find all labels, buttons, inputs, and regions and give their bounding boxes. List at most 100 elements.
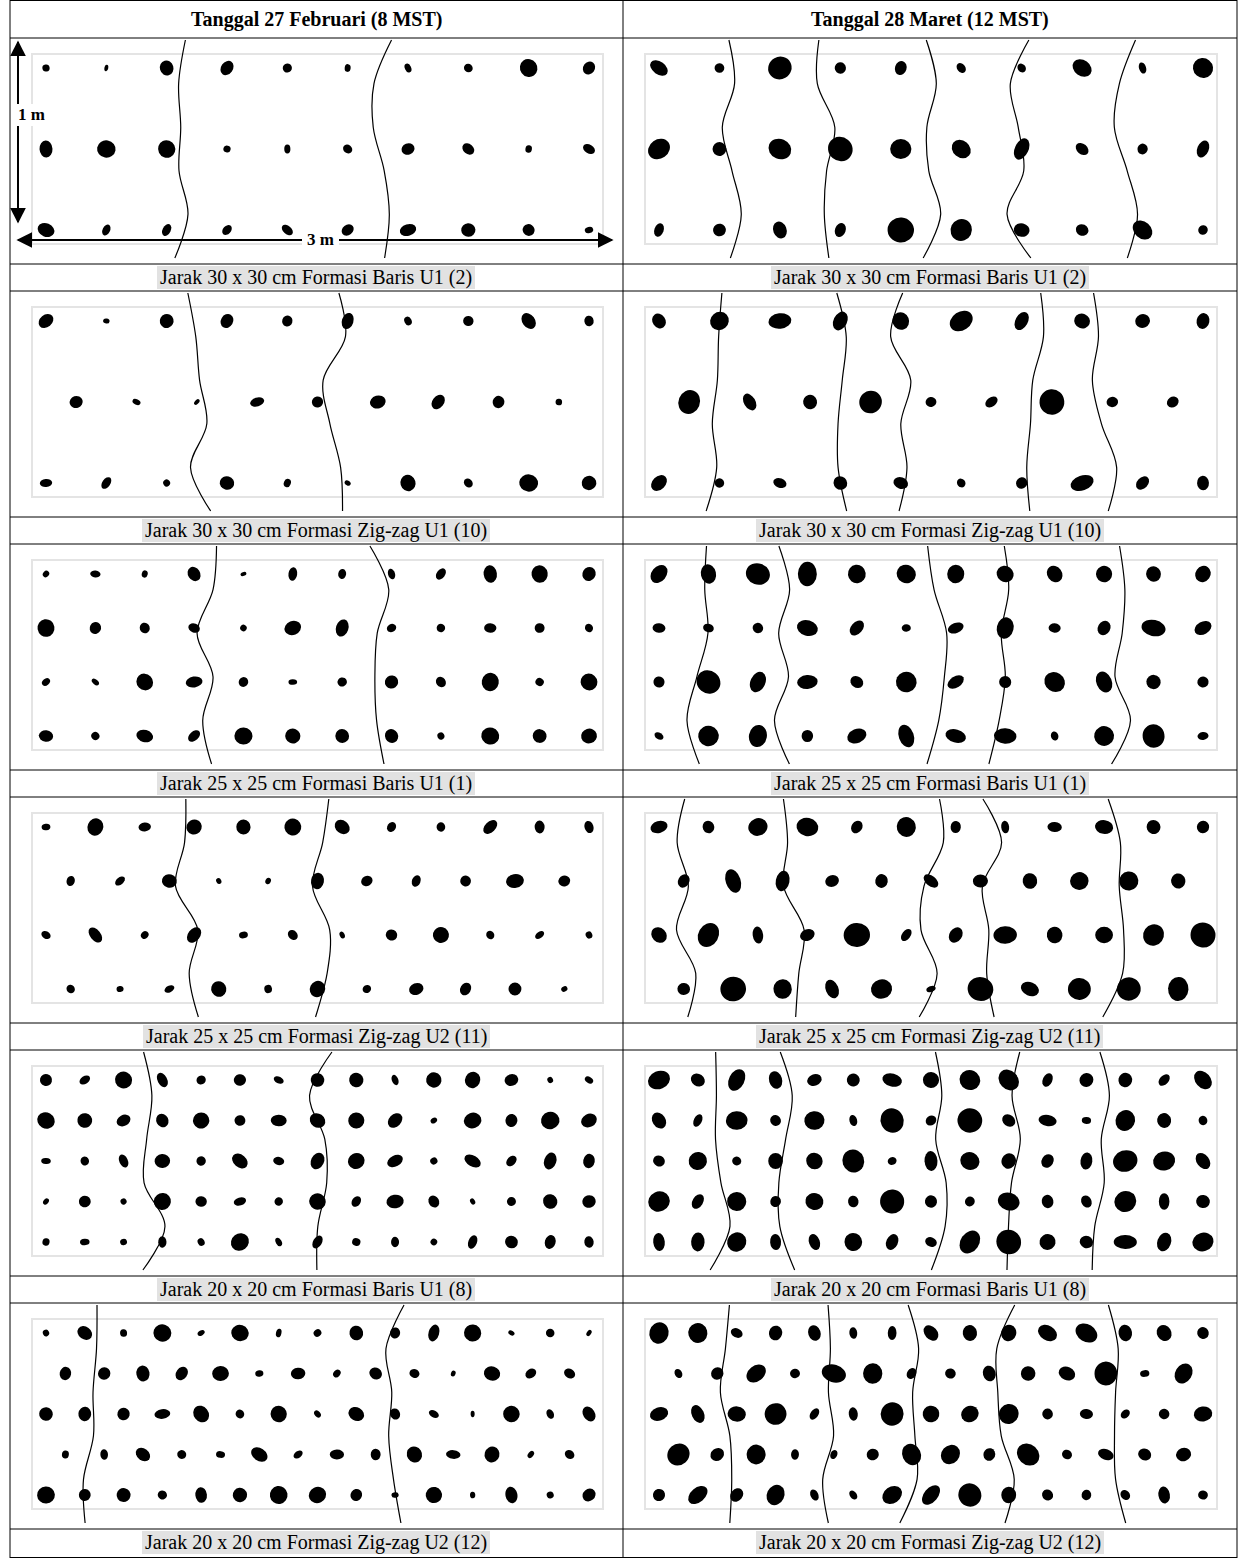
- plant-dot: [648, 1405, 670, 1424]
- plant-dot: [1139, 920, 1168, 950]
- plant-dot: [1141, 723, 1166, 750]
- plant-dot: [350, 1194, 364, 1208]
- plant-dot: [282, 618, 303, 637]
- plant-dot: [765, 135, 794, 162]
- plant-dot: [1133, 474, 1151, 492]
- plant-dot: [808, 1488, 820, 1502]
- plant-dot: [839, 1147, 867, 1176]
- plant-dot: [151, 1322, 174, 1345]
- plant-dot: [648, 472, 670, 494]
- plant-dot: [1192, 563, 1214, 585]
- root-line: [710, 1052, 730, 1270]
- plant-dot: [883, 1232, 900, 1252]
- root-line: [676, 799, 696, 1017]
- column-header: Tanggal 28 Maret (12 MST): [811, 8, 1049, 31]
- plant-dot: [138, 621, 151, 634]
- plant-dot: [580, 1486, 598, 1504]
- plant-dot: [713, 61, 727, 75]
- plant-dot: [713, 477, 726, 490]
- plant-dot: [434, 566, 448, 581]
- plant-dot: [579, 727, 598, 746]
- plant-dot: [470, 1492, 476, 1499]
- plant-dot: [946, 306, 977, 335]
- plant-dot: [330, 1450, 344, 1460]
- plant-dot: [797, 674, 818, 689]
- table-grid: [10, 0, 1237, 1558]
- plant-dot: [1074, 222, 1090, 238]
- plant-dot: [580, 564, 599, 583]
- plant-dot: [407, 981, 425, 997]
- panel-caption: Jarak 25 x 25 cm Formasi Zig-zag U2 (11): [756, 1025, 1103, 1048]
- plant-dot: [925, 396, 937, 408]
- plant-dot: [1001, 820, 1010, 833]
- plant-dot: [34, 1109, 58, 1132]
- plant-dot: [234, 727, 253, 745]
- plant-dot: [1042, 1408, 1053, 1420]
- plant-dot: [710, 140, 728, 158]
- plant-dot: [1040, 668, 1068, 696]
- plant-dot: [845, 726, 869, 747]
- plant-dot: [847, 618, 867, 639]
- plant-dot: [307, 978, 328, 1000]
- plant-dot: [403, 315, 413, 326]
- plant-dot: [484, 623, 496, 633]
- plant-dot: [187, 622, 201, 635]
- plant-dot: [648, 924, 670, 946]
- plant-dot: [727, 1192, 747, 1212]
- plant-dot: [956, 1067, 983, 1094]
- plant-dot: [696, 724, 721, 749]
- plant-dot: [806, 1324, 823, 1343]
- plant-dot: [40, 929, 52, 940]
- plant-dot: [1119, 1408, 1132, 1421]
- plant-dot: [727, 1486, 746, 1505]
- plant-dot: [725, 1066, 749, 1093]
- plant-dot: [78, 1406, 92, 1422]
- plant-dot: [944, 1368, 956, 1380]
- plant-dot: [562, 1367, 577, 1381]
- plant-dot: [138, 822, 151, 832]
- plant-dot: [539, 1110, 561, 1131]
- plant-dot: [849, 819, 865, 836]
- plant-dot: [218, 312, 236, 331]
- plant-dot: [1011, 136, 1033, 162]
- plant-dot: [1194, 818, 1211, 835]
- plant-dot: [385, 1110, 405, 1130]
- plant-dot: [894, 815, 918, 840]
- plant-dot: [691, 1113, 704, 1129]
- plant-dot: [59, 1366, 73, 1381]
- plant-dot: [410, 874, 422, 888]
- plant-dot: [743, 560, 773, 588]
- plant-dot: [286, 928, 300, 942]
- root-line: [372, 40, 392, 258]
- plant-dot: [390, 1074, 400, 1086]
- panel-caption: Jarak 20 x 20 cm Formasi Baris U1 (8): [157, 1278, 475, 1301]
- plot-panel: [32, 293, 603, 511]
- plant-dot: [1165, 394, 1181, 410]
- plant-dot: [197, 1329, 206, 1337]
- plant-dot: [798, 927, 816, 944]
- plant-dot: [42, 64, 50, 72]
- root-line: [175, 40, 188, 258]
- plant-dot: [462, 1069, 483, 1091]
- plant-dot: [158, 1236, 167, 1248]
- plant-dot: [227, 1230, 252, 1255]
- root-line: [923, 40, 941, 258]
- plant-dot: [1195, 1194, 1210, 1209]
- plant-dot: [584, 226, 594, 234]
- plot-panel: [32, 546, 603, 764]
- plant-dot: [584, 315, 595, 327]
- plant-dot: [582, 1153, 596, 1169]
- panel-caption: Jarak 30 x 30 cm Formasi Baris U1 (2): [157, 266, 475, 289]
- plant-dot: [1081, 1489, 1092, 1501]
- plant-dot: [869, 977, 894, 1001]
- plant-dot: [283, 726, 303, 746]
- plant-dot: [1140, 1370, 1150, 1378]
- plant-dot: [1092, 724, 1117, 748]
- plant-dot: [160, 223, 173, 238]
- plant-dot: [479, 725, 501, 746]
- plant-dot: [651, 1487, 668, 1504]
- plant-dot: [345, 1150, 367, 1172]
- plant-dot: [848, 673, 866, 690]
- plant-dot: [530, 564, 549, 584]
- plant-dot: [281, 815, 304, 838]
